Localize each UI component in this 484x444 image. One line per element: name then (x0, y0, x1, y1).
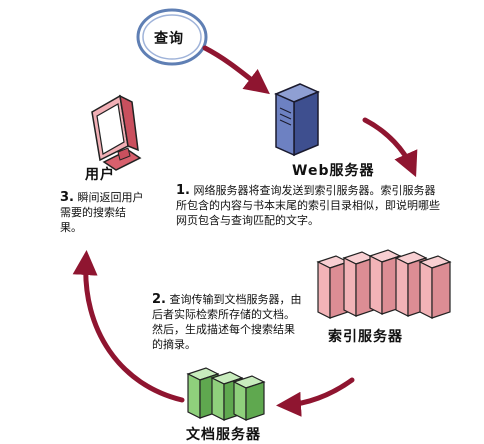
doc-servers-label: 文档服务器 (186, 427, 261, 443)
arrow-index-to-doc (276, 377, 355, 417)
web-server-icon (274, 83, 320, 157)
step-1-note: 1. 网络服务器将查询发送到索引服务器。索引服务器所包含的内容与书本末尾的索引目… (176, 183, 442, 228)
arrow-query-to-web (202, 45, 270, 95)
step-3-text: 瞬间返回用户需要的搜索结果。 (60, 191, 144, 234)
query-label: 查询 (154, 31, 184, 47)
step-2-note: 2. 查询传输到文档服务器，由后者实际检索所存储的文档。然后，生成描述每个搜索结… (152, 292, 302, 352)
query-bubble (136, 8, 208, 66)
web-server-label: Web服务器 (292, 163, 375, 179)
index-servers-icon (316, 249, 452, 319)
step-1-number: 1. (176, 183, 190, 198)
index-servers-label: 索引服务器 (328, 329, 403, 345)
step-1-text: 网络服务器将查询发送到索引服务器。索引服务器所包含的内容与书本末尾的索引目录相似… (176, 184, 440, 227)
step-3-note: 3. 瞬间返回用户需要的搜索结果。 (60, 190, 144, 235)
step-3-number: 3. (60, 190, 74, 205)
monitor-icon (91, 94, 142, 171)
arrow-doc-to-user (72, 250, 185, 403)
arrow-web-to-index (362, 117, 418, 178)
doc-servers-icon (186, 367, 266, 421)
step-2-number: 2. (152, 292, 166, 307)
step-2-text: 查询传输到文档服务器，由后者实际检索所存储的文档。然后，生成描述每个搜索结果的摘… (152, 293, 302, 351)
user-label: 用户 (85, 167, 115, 183)
